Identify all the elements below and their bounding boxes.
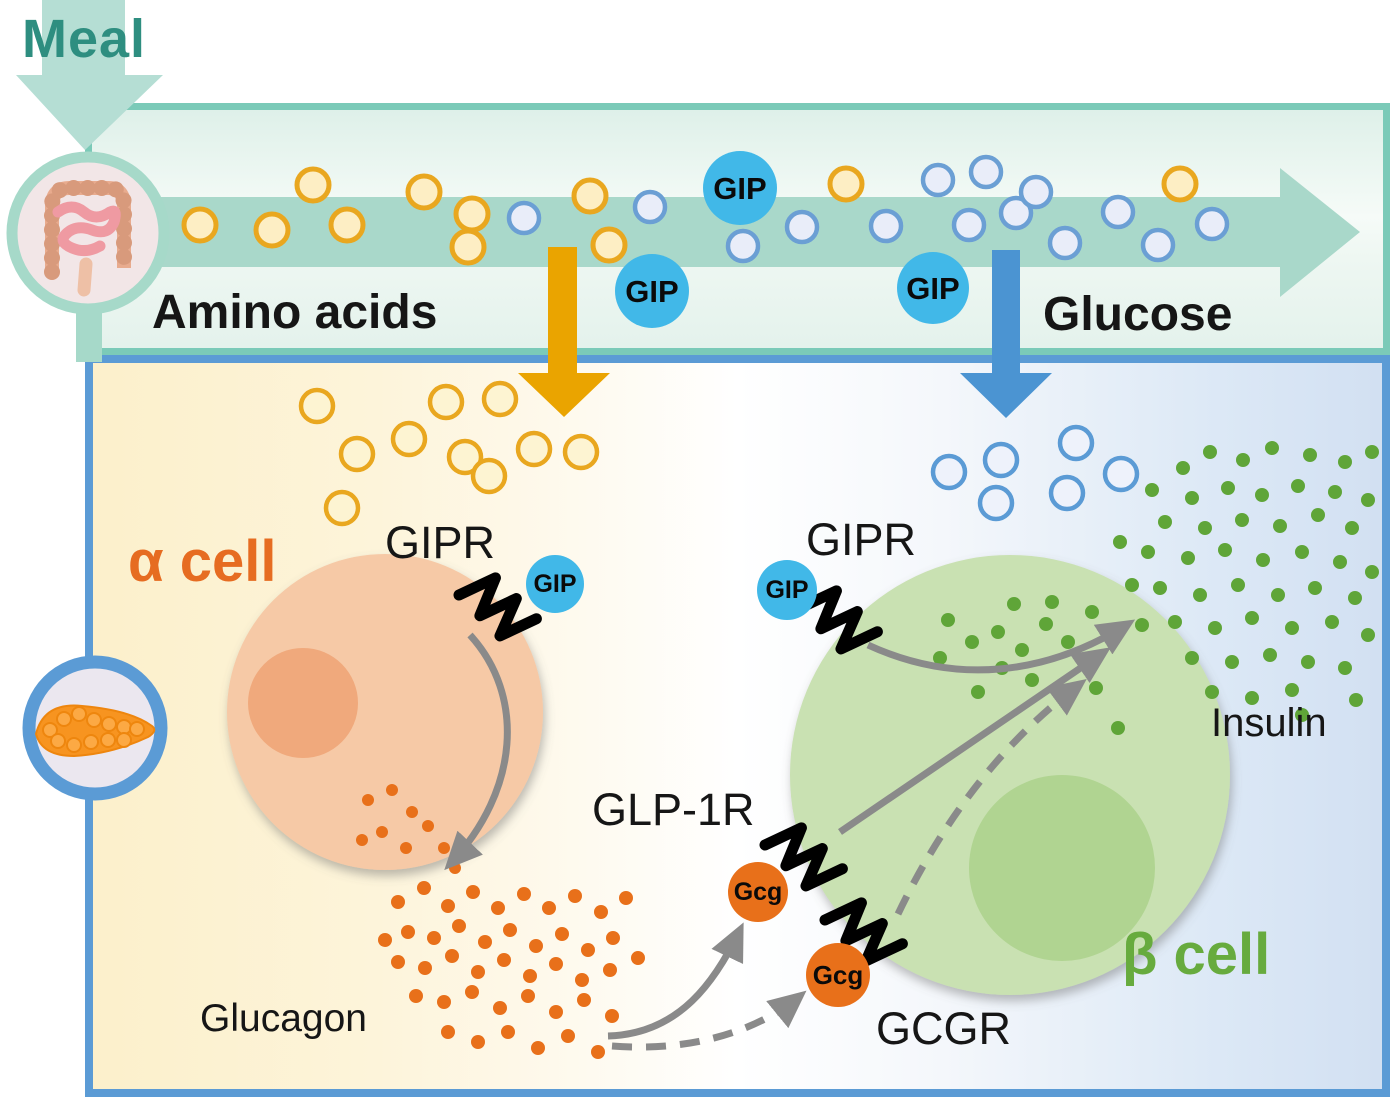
glucagon-label: Glucagon: [200, 997, 367, 1040]
beta-cell: [790, 555, 1230, 995]
insulin-label: Insulin: [1211, 701, 1327, 745]
amino-acid-down-arrow: [518, 247, 610, 417]
band-amino-acid-circles: [181, 165, 1199, 266]
gip-circle-alpha-receptor: GIP: [526, 555, 584, 613]
meal-label: Meal: [22, 9, 147, 69]
arrow-gipr-to-glucagon: [444, 632, 511, 871]
gcg-circle-gcgr: Gcg: [806, 943, 870, 1007]
falling-amino-acid-circles: [298, 380, 600, 527]
gipr-label-alpha: GIPR: [385, 517, 496, 568]
band-glucose-circles: [506, 154, 1230, 264]
glucagon-dots: [378, 881, 645, 1059]
gipr-label-beta: GIPR: [806, 514, 917, 565]
falling-glucose-circles: [930, 424, 1140, 522]
pancreas-icon: [22, 655, 168, 801]
arrow-glucagon-to-gcgr: [611, 990, 807, 1051]
alpha-cell-nucleus: [248, 648, 358, 758]
amino-acids-label: Amino acids: [152, 286, 438, 339]
meal-arrow: [16, 0, 163, 150]
gcgr-label: GCGR: [876, 1003, 1011, 1054]
gip-circle-band-2: GIP: [615, 254, 689, 328]
glucose-down-arrow: [960, 250, 1052, 418]
arrow-gcgr-to-insulin: [894, 678, 1087, 916]
alpha-cell: [227, 554, 543, 870]
insulin-dots-outside: [1111, 441, 1379, 735]
arrow-glucagon-to-glp1r: [607, 922, 744, 1040]
arrow-gipr-to-insulin: [866, 619, 1136, 674]
beta-cell-label: β cell: [1122, 922, 1271, 987]
glucose-label: Glucose: [1043, 288, 1233, 341]
glp1r-label: GLP-1R: [592, 784, 755, 835]
beta-cell-nucleus: [969, 775, 1155, 961]
gcg-circle-glp1r: Gcg: [728, 862, 788, 922]
gip-circle-beta-receptor: GIP: [757, 560, 817, 620]
gip-circle-band-1: GIP: [703, 151, 777, 225]
gip-circle-band-3: GIP: [897, 252, 969, 324]
alpha-cell-label: α cell: [128, 529, 277, 594]
intestine-icon: [6, 151, 170, 315]
